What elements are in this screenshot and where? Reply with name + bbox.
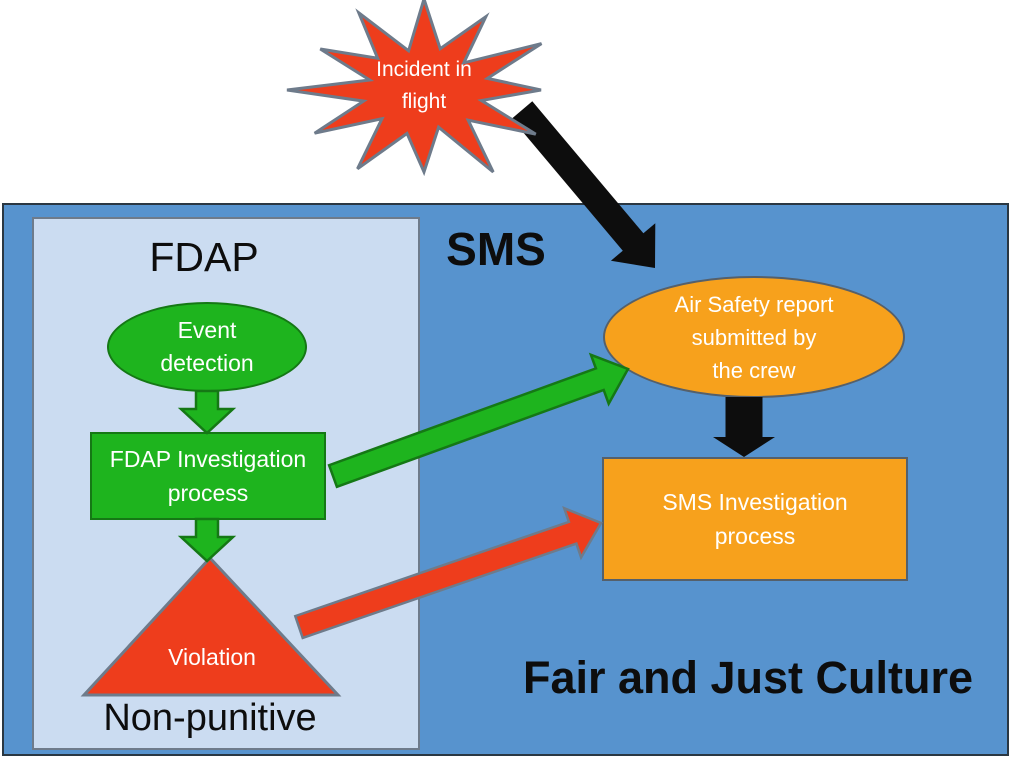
fdap-investigation-node: FDAP Investigation process: [90, 432, 326, 520]
sms-panel-caption: Fair and Just Culture: [522, 652, 974, 703]
event-detection-node: Event detection: [107, 302, 307, 392]
air-safety-report-node: Air Safety report submitted by the crew: [603, 276, 905, 398]
fdap-investigation-label: FDAP Investigation process: [109, 445, 307, 507]
sms-panel-title: SMS: [446, 223, 546, 275]
fdap-panel-footer: Non-punitive: [103, 697, 317, 739]
event-detection-label: Event detection: [160, 316, 254, 376]
fdap-panel-title: FDAP: [149, 234, 259, 280]
incident-label: Incident in flight: [376, 58, 472, 113]
sms-investigation-node: SMS Investigation process: [602, 457, 908, 581]
sms-investigation-label: SMS Investigation process: [662, 488, 848, 550]
air-safety-report-label: Air Safety report submitted by the crew: [674, 291, 834, 383]
violation-label: Violation: [168, 644, 256, 670]
